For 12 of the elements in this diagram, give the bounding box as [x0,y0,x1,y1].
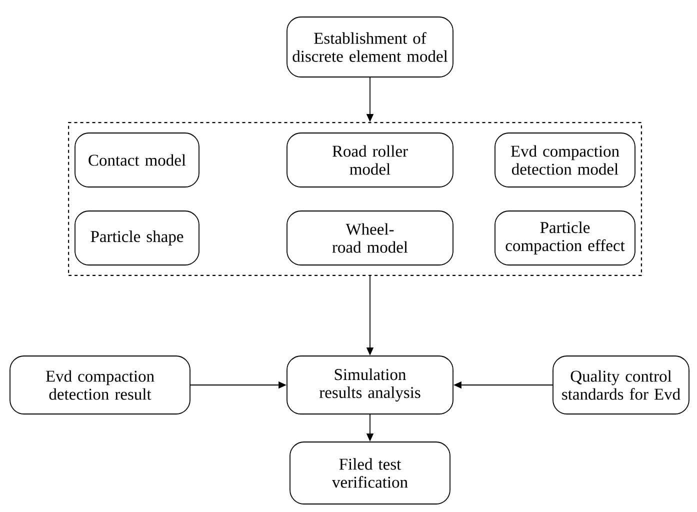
process-box: Simulation results analysis [286,356,454,414]
process-box: Contact model [74,132,200,188]
dashed-group-box [68,122,642,276]
process-box: Particle compaction effect [494,210,636,266]
process-box: Evd compaction detection model [494,132,636,188]
process-box: Particle shape [74,210,200,266]
process-box: Filed test verification [290,442,450,504]
process-box: Establishment of discrete element model [286,16,454,78]
process-box: Quality control standards for Evd [552,356,690,414]
process-box: Road roller model [286,132,454,188]
process-box: Wheel-road model [286,210,454,266]
process-box: Evd compaction detection result [10,356,190,414]
